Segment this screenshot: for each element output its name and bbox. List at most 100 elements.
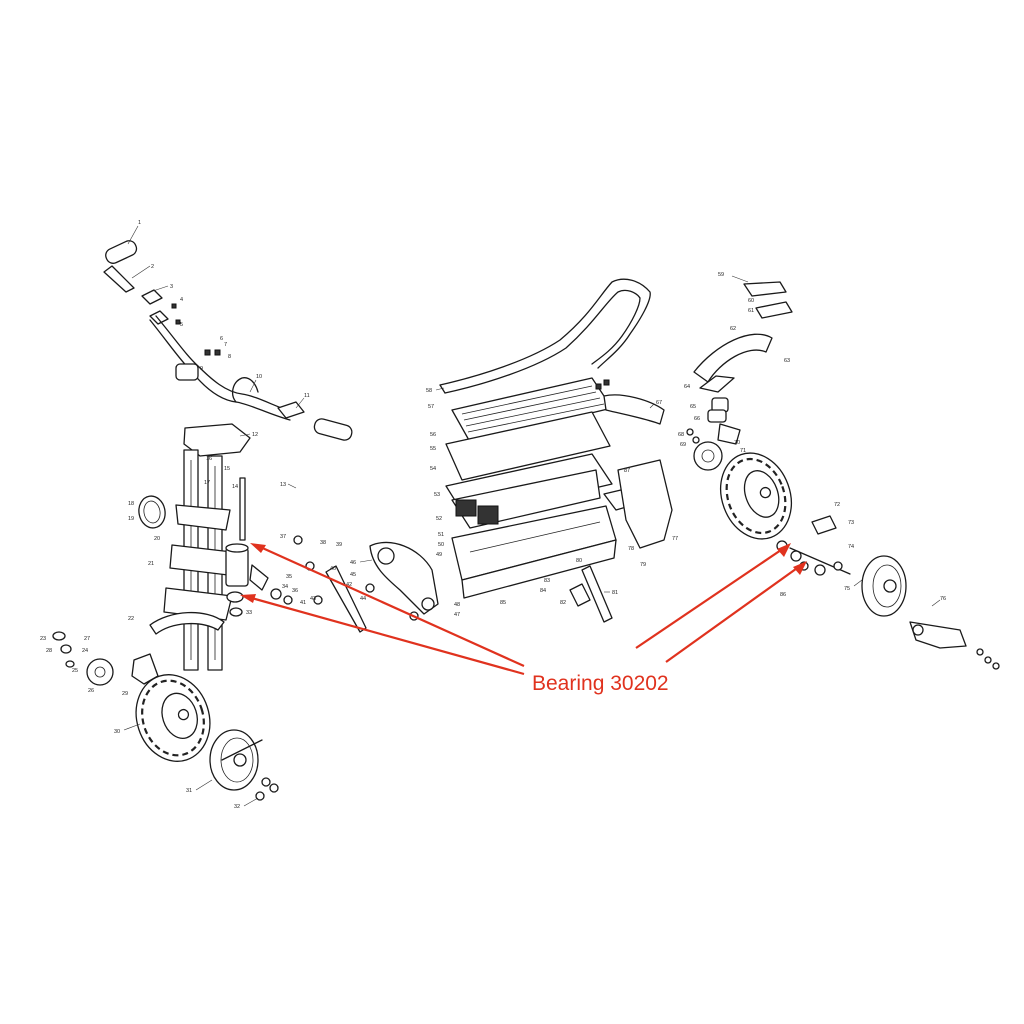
- part-number-11: 11: [304, 393, 310, 399]
- part-number-53: 53: [434, 492, 440, 498]
- part-number-57: 57: [428, 404, 434, 410]
- part-number-2: 2: [151, 264, 154, 270]
- part-number-76: 76: [940, 596, 946, 602]
- part-number-56: 56: [430, 432, 436, 438]
- part-number-66: 66: [694, 416, 700, 422]
- part-number-6: 6: [220, 336, 223, 342]
- part-number-87: 87: [624, 468, 630, 474]
- part-number-36: 36: [292, 588, 298, 594]
- arrow-to-rear-left-bearing: [635, 547, 785, 649]
- part-number-60: 60: [748, 298, 754, 304]
- part-number-69: 69: [680, 442, 686, 448]
- part-number-70: 70: [734, 440, 740, 446]
- kickstand: [569, 565, 613, 623]
- part-number-25: 25: [72, 668, 78, 674]
- part-number-79: 79: [640, 562, 646, 568]
- part-number-58: 58: [426, 388, 432, 394]
- part-number-4: 4: [180, 297, 183, 303]
- part-number-29: 29: [122, 691, 128, 697]
- part-number-47: 47: [454, 612, 460, 618]
- part-number-8: 8: [228, 354, 231, 360]
- rear-fender-assembly: [693, 281, 793, 423]
- part-number-52: 52: [436, 516, 442, 522]
- part-number-68: 68: [678, 432, 684, 438]
- part-number-73: 73: [848, 520, 854, 526]
- part-number-85: 85: [500, 600, 506, 606]
- part-number-48: 48: [454, 602, 460, 608]
- part-number-21: 21: [148, 561, 154, 567]
- part-number-26: 26: [88, 688, 94, 694]
- part-number-16: 16: [206, 456, 212, 462]
- rear-wheel: [720, 452, 792, 540]
- part-number-75: 75: [844, 586, 850, 592]
- part-number-44: 44: [360, 596, 366, 602]
- part-number-59: 59: [718, 272, 724, 278]
- part-number-15: 15: [224, 466, 230, 472]
- part-number-38: 38: [320, 540, 326, 546]
- part-number-labels: 1 2 3 4 5 6 7 8 10 11 12 13 14 15 16 17 …: [40, 220, 946, 810]
- part-number-34: 34: [282, 584, 288, 590]
- part-number-3: 3: [170, 284, 173, 290]
- part-number-7: 7: [224, 342, 227, 348]
- part-number-24: 24: [82, 648, 88, 654]
- part-number-1: 1: [138, 220, 141, 226]
- callout-arrows: [240, 543, 807, 676]
- part-number-51: 51: [438, 532, 444, 538]
- part-number-31: 31: [186, 788, 192, 794]
- rear-brake-assembly: [686, 423, 741, 471]
- part-number-72: 72: [834, 502, 840, 508]
- handlebar-assembly: [103, 240, 353, 441]
- part-number-81: 81: [612, 590, 618, 596]
- part-number-17: 17: [204, 480, 210, 486]
- part-number-49: 49: [436, 552, 442, 558]
- part-number-23: 23: [40, 636, 46, 642]
- part-number-14: 14: [232, 484, 238, 490]
- part-number-50: 50: [438, 542, 444, 548]
- part-number-39: 39: [336, 542, 342, 548]
- bearing-callout-label: Bearing 30202: [532, 672, 669, 695]
- part-number-37: 37: [280, 534, 286, 540]
- part-number-78: 78: [628, 546, 634, 552]
- part-number-33: 33: [246, 610, 252, 616]
- arrow-to-front-upper-bearing: [257, 544, 525, 668]
- part-number-55: 55: [430, 446, 436, 452]
- part-number-45: 45: [350, 572, 356, 578]
- rear-hub-motor: [861, 555, 907, 617]
- part-number-74: 74: [848, 544, 854, 550]
- part-number-83: 83: [544, 578, 550, 584]
- part-number-32: 32: [234, 804, 240, 810]
- part-number-20: 20: [154, 536, 160, 542]
- front-hub-motor: [209, 729, 279, 801]
- rear-axle-assembly: [776, 515, 851, 576]
- part-number-63: 63: [784, 358, 790, 364]
- part-number-77: 77: [672, 536, 678, 542]
- part-number-30: 30: [114, 729, 120, 735]
- part-number-43: 43: [310, 596, 316, 602]
- part-number-19: 19: [128, 516, 134, 522]
- arrow-to-front-lower-bearing: [247, 595, 525, 676]
- part-number-54: 54: [430, 466, 436, 472]
- part-number-62: 62: [730, 326, 736, 332]
- part-number-86: 86: [780, 592, 786, 598]
- front-wheel: [135, 674, 211, 762]
- rear-swingarm: [293, 535, 439, 633]
- part-number-65: 65: [690, 404, 696, 410]
- part-number-28: 28: [46, 648, 52, 654]
- rear-swing-bracket: [909, 621, 1000, 670]
- part-number-41: 41: [300, 600, 306, 606]
- seat-handle-frame: [439, 278, 651, 394]
- part-number-27: 27: [84, 636, 90, 642]
- deck-assembly: [445, 377, 651, 599]
- part-number-42: 42: [346, 582, 352, 588]
- part-number-10: 10: [256, 374, 262, 380]
- part-number-35: 35: [286, 574, 292, 580]
- part-number-12: 12: [252, 432, 258, 438]
- part-number-80: 80: [576, 558, 582, 564]
- part-number-67: 67: [656, 400, 662, 406]
- part-number-5: 5: [180, 322, 183, 328]
- part-number-61: 61: [748, 308, 754, 314]
- arrow-to-rear-right-bearing: [665, 565, 801, 663]
- part-number-71: 71: [740, 448, 746, 454]
- part-number-22: 22: [128, 616, 134, 622]
